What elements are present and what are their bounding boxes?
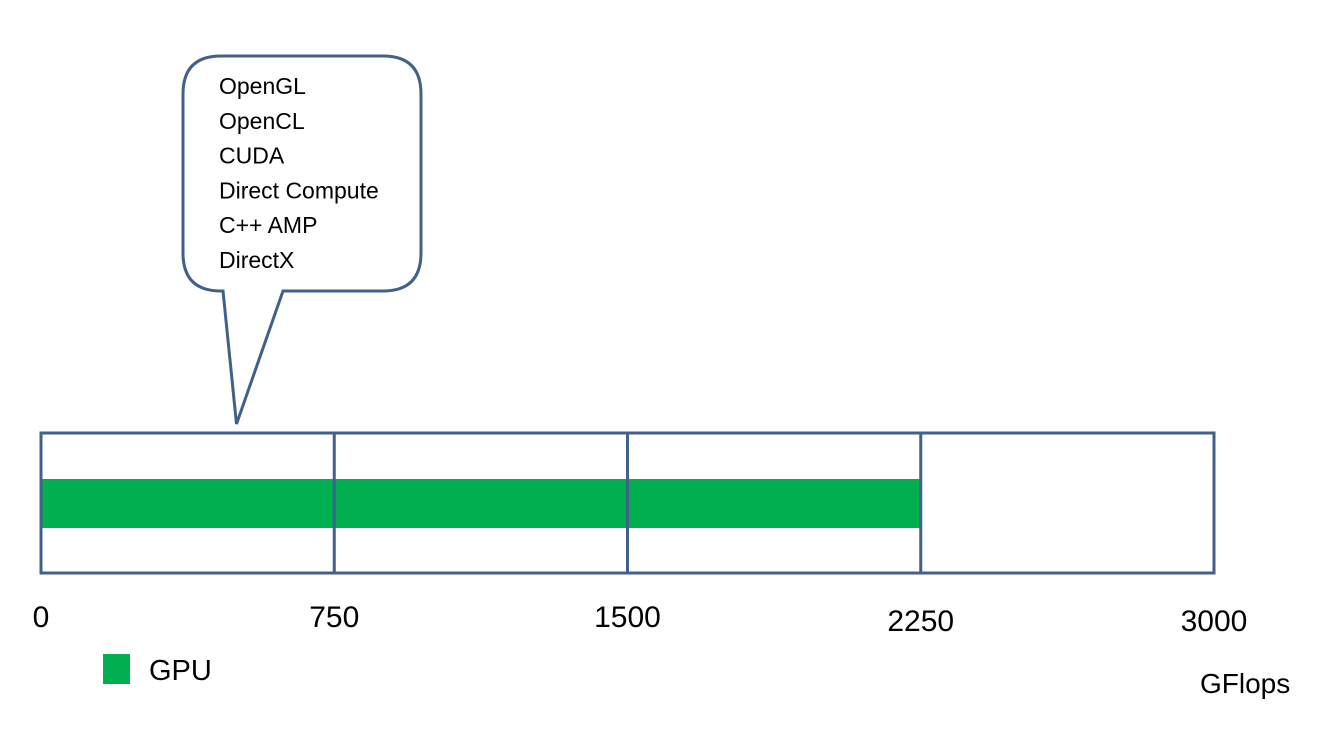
callout-bubble <box>181 54 423 425</box>
x-axis-label: GFlops <box>1200 668 1290 699</box>
callout-line: OpenGL <box>219 73 306 99</box>
plot-border <box>39 431 1216 575</box>
tick-label-0: 0 <box>33 601 50 634</box>
tick-label-2250: 2250 <box>887 605 954 638</box>
x-axis-tick-labels: 0 750 1500 2250 3000 <box>33 601 1248 638</box>
legend-swatch-gpu <box>103 654 130 684</box>
tick-label-1500: 1500 <box>594 601 661 634</box>
plot-frame <box>39 431 1216 575</box>
callout-line: CUDA <box>219 143 285 169</box>
tick-label-3000: 3000 <box>1181 605 1248 638</box>
callout-line: Direct Compute <box>219 177 379 203</box>
legend-label-gpu: GPU <box>149 655 212 687</box>
tick-label-750: 750 <box>309 601 359 634</box>
bar-gpu <box>41 479 921 528</box>
callout-line: OpenCL <box>219 108 305 134</box>
bar-layer <box>41 479 921 528</box>
legend: GPU <box>103 654 212 687</box>
callout-line: C++ AMP <box>219 212 317 238</box>
callout-line: DirectX <box>219 247 294 273</box>
